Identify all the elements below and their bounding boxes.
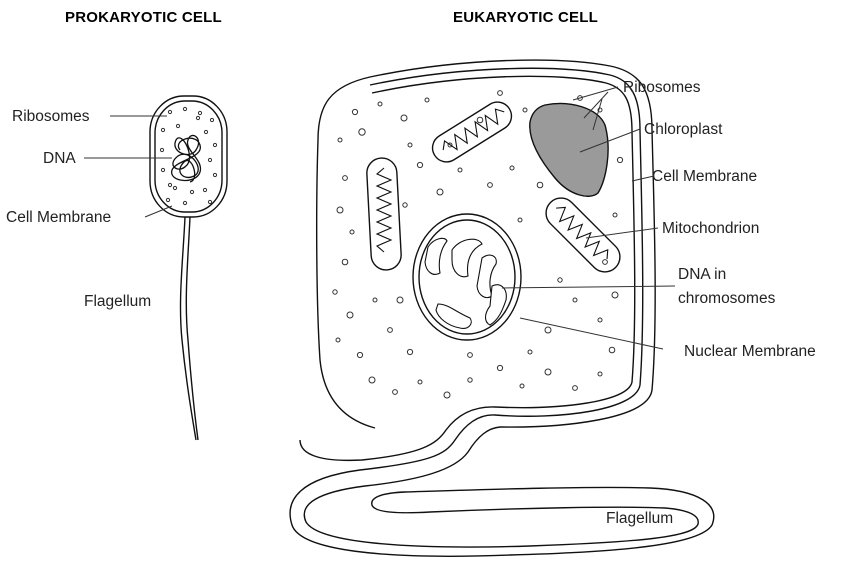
nucleus — [413, 214, 521, 340]
prokaryote-label-cell-membrane: Cell Membrane — [6, 209, 111, 226]
eukaryote-label-cell-membrane: Cell Membrane — [652, 168, 757, 185]
eukaryotic-cell: Ribosomes Chloroplast Cell Membrane Mito… — [290, 60, 816, 556]
eukaryote-label-ribosomes: Ribosomes — [623, 79, 701, 96]
prokaryote-cell-membrane — [155, 101, 222, 212]
prokaryote-label-dna: DNA — [43, 150, 76, 167]
eukaryote-title: EUKARYOTIC CELL — [453, 9, 598, 26]
prokaryote-label-ribosomes: Ribosomes — [12, 108, 90, 125]
mitochondrion-top — [427, 97, 516, 167]
eukaryote-label-mitochondrion: Mitochondrion — [662, 220, 759, 237]
chromosome — [452, 239, 482, 276]
prokaryote-dna — [172, 135, 201, 182]
mitochondrion-right — [540, 192, 626, 278]
prokaryotic-cell: Ribosomes DNA Cell Membrane Flagellum — [6, 96, 227, 440]
mitochondrion-left — [366, 157, 402, 270]
prokaryote-title: PROKARYOTIC CELL — [65, 9, 222, 26]
eukaryote-label-chloroplast: Chloroplast — [644, 121, 723, 138]
eukaryote-label-nuclear-membrane: Nuclear Membrane — [684, 343, 816, 360]
eukaryote-label-dna-line1: DNA in — [678, 266, 726, 283]
eukaryote-label-flagellum: Flagellum — [606, 510, 673, 527]
prokaryote-label-flagellum: Flagellum — [84, 293, 151, 310]
eukaryote-label-dna-line2: chromosomes — [678, 290, 776, 307]
